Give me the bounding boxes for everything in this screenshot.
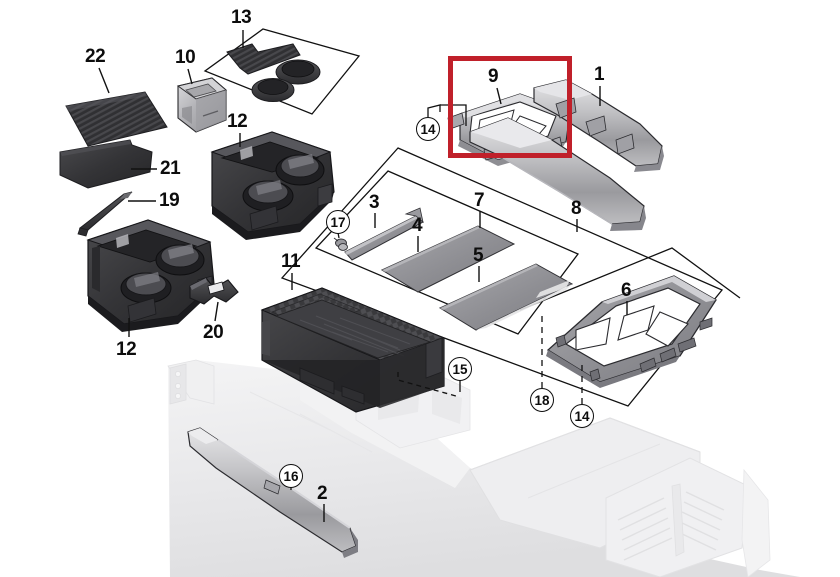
callout-22[interactable]: 22 <box>85 46 106 67</box>
callout-5[interactable]: 5 <box>473 245 484 266</box>
callout-15[interactable]: 15 <box>448 357 472 381</box>
callout-18[interactable]: 18 <box>530 388 554 412</box>
callout-11[interactable]: 11 <box>281 251 301 272</box>
callout-1[interactable]: 1 <box>594 64 605 85</box>
part-2-side-trim-strip <box>187 427 358 558</box>
part-22-ribbed-rubber-mat <box>65 91 168 147</box>
part-12-cupholder-carrier-lower <box>86 219 215 332</box>
callout-13[interactable]: 13 <box>231 7 252 28</box>
part-5-decorative-panel-front <box>438 263 574 331</box>
shifter-trim-frame-6 <box>519 247 741 311</box>
part-11-storage-compartment-tray <box>260 287 446 413</box>
callout-8[interactable]: 8 <box>571 198 582 219</box>
callout-19[interactable]: 19 <box>159 190 180 211</box>
cupholder-insert-set-frame-13 <box>203 28 361 115</box>
callout-16[interactable]: 16 <box>279 464 303 488</box>
callout-12-lower[interactable]: 12 <box>116 339 137 360</box>
callout-10[interactable]: 10 <box>175 47 196 68</box>
callout-2[interactable]: 2 <box>317 483 328 504</box>
callout-12-upper[interactable]: 12 <box>227 111 248 132</box>
part-21-felt-insert-mat <box>59 139 153 189</box>
part-1-console-cover-trim-long <box>469 79 664 231</box>
callout-21[interactable]: 21 <box>160 158 181 179</box>
callout-20[interactable]: 20 <box>203 322 224 343</box>
callout-leader-lines <box>98 30 628 522</box>
part-17-clip-fastener <box>333 237 348 251</box>
callout-14-lower[interactable]: 14 <box>570 404 594 428</box>
callout-9[interactable]: 9 <box>488 66 499 87</box>
part-20-mounting-bracket-clip <box>189 277 239 305</box>
callout-7[interactable]: 7 <box>474 190 485 211</box>
part-19-retaining-strip <box>77 191 133 237</box>
callout-4[interactable]: 4 <box>412 215 423 236</box>
part-13-cupholder-rubber-inserts <box>226 43 321 102</box>
console-trim-assembly-frame-8 <box>280 147 724 407</box>
callout-14-upper[interactable]: 14 <box>416 117 440 141</box>
part-12-cupholder-carrier-upper <box>210 131 335 240</box>
part-4-decorative-panel-rear <box>380 225 516 293</box>
callout-3[interactable]: 3 <box>369 192 380 213</box>
callout-17[interactable]: 17 <box>326 210 350 234</box>
part-10-ashtray-insert-box <box>176 77 228 133</box>
callout-6[interactable]: 6 <box>621 280 632 301</box>
part-6-shifter-surround-trim <box>546 275 717 388</box>
part-3-trim-strip-narrow <box>344 207 424 261</box>
